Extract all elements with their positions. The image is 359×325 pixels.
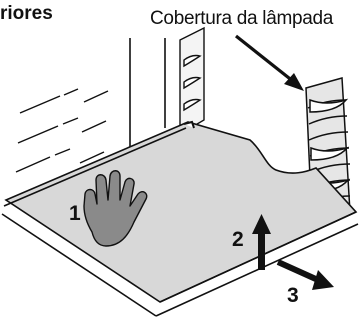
callout-arrow <box>235 34 304 91</box>
shelf <box>1 120 359 317</box>
hand-icon <box>83 170 148 247</box>
arrow-up-icon <box>252 214 271 270</box>
step-3-label: 3 <box>287 284 299 307</box>
back-wall <box>129 38 166 148</box>
step-1-label: 1 <box>69 202 81 225</box>
side-wall-rails <box>15 88 109 173</box>
lamp-cover-left <box>179 26 205 136</box>
arrow-out-icon <box>276 259 334 290</box>
lamp-cover-label: Cobertura da lâmpada <box>150 8 334 29</box>
section-heading: riores <box>0 3 53 24</box>
step-2-label: 2 <box>232 228 244 251</box>
